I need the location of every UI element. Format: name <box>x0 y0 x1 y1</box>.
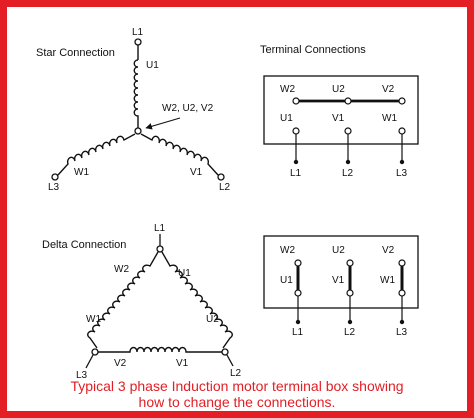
delta-v2-label: V2 <box>114 358 127 369</box>
star-box-top-label: U2 <box>332 84 345 95</box>
star-l2-terminal <box>217 173 225 181</box>
star-box-bottom-terminal <box>398 127 406 135</box>
star-box-bottom-label: U1 <box>280 113 293 124</box>
delta-box-bottom-label: U1 <box>280 275 293 286</box>
star-diagram: Star Connection L1 U1 W2, U2, V2 W1 L3 V… <box>36 27 231 193</box>
delta-winding-v <box>98 346 222 353</box>
star-box-bottom-terminal <box>292 127 300 135</box>
diagram-frame <box>7 7 467 411</box>
delta-w2-label: W2 <box>114 264 129 275</box>
delta-title: Delta Connection <box>42 239 126 251</box>
star-u1-label: U1 <box>146 60 159 71</box>
delta-l2-lead <box>226 354 234 367</box>
star-box-line-dot <box>293 159 299 165</box>
star-v1-label: V1 <box>190 167 203 178</box>
delta-box-line-dot <box>399 319 405 325</box>
delta-box-line-dot <box>347 319 353 325</box>
star-box-top-terminal <box>398 97 406 105</box>
delta-v1-label: V1 <box>176 358 189 369</box>
delta-box-bottom-terminal <box>294 289 302 297</box>
delta-l3-lead <box>85 354 94 369</box>
star-l2-label: L2 <box>219 182 231 193</box>
star-l1-label: L1 <box>132 27 144 38</box>
delta-box-bottom-terminal <box>346 289 354 297</box>
delta-box-top-label: U2 <box>332 245 345 256</box>
star-box-top-label: V2 <box>382 84 395 95</box>
delta-winding-u <box>161 251 233 349</box>
star-winding-w <box>57 133 136 176</box>
delta-box-line-label: L3 <box>396 327 408 338</box>
delta-box-top-terminal <box>398 259 406 267</box>
terminal-box-star-outline <box>263 75 419 145</box>
delta-box-top-terminal <box>346 259 354 267</box>
delta-winding-w <box>87 251 159 349</box>
star-box-line-label: L1 <box>290 168 302 179</box>
delta-l1-label: L1 <box>154 223 166 234</box>
star-l3-terminal <box>51 173 59 181</box>
delta-box-line-dot <box>295 319 301 325</box>
delta-box-top-label: V2 <box>382 245 395 256</box>
star-box-bottom-label: V1 <box>332 113 345 124</box>
delta-box-bottom-label: V1 <box>332 275 345 286</box>
delta-diagram: Delta Connection L1 W2 W1 U1 U2 V2 V1 L3… <box>42 223 242 381</box>
delta-u1-label: U1 <box>178 268 191 279</box>
delta-u2-label: U2 <box>206 314 219 325</box>
terminal-box-delta: W2 U2 V2 U1 V1 W1 L1 L2 L3 <box>263 235 419 338</box>
caption-line-2: how to change the connections. <box>138 394 336 410</box>
star-title: Star Connection <box>36 47 115 59</box>
star-neutral-label: W2, U2, V2 <box>162 103 214 114</box>
star-winding-v <box>140 133 219 176</box>
star-winding-u <box>133 59 139 128</box>
star-neutral-point <box>134 127 142 135</box>
star-box-top-label: W2 <box>280 84 295 95</box>
delta-l3-label: L3 <box>76 370 88 381</box>
star-box-line-label: L2 <box>342 168 354 179</box>
delta-w1-label: W1 <box>86 314 101 325</box>
star-box-bottom-label: W1 <box>382 113 397 124</box>
delta-box-line-label: L1 <box>292 327 304 338</box>
delta-box-line-label: L2 <box>344 327 356 338</box>
star-box-top-terminal <box>344 97 352 105</box>
star-w1-label: W1 <box>74 167 89 178</box>
terminal-box-title: Terminal Connections <box>260 44 366 56</box>
star-box-line-label: L3 <box>396 168 408 179</box>
star-box-line-dot <box>345 159 351 165</box>
star-box-top-terminal <box>292 97 300 105</box>
delta-left-node <box>91 348 99 356</box>
star-l1-terminal <box>134 38 142 46</box>
terminal-box-star: Terminal Connections W2 U2 V2 U1 V1 W1 L… <box>260 44 419 179</box>
delta-right-node <box>221 348 229 356</box>
star-box-bottom-terminal <box>344 127 352 135</box>
star-neutral-arrow <box>145 117 181 130</box>
delta-box-top-label: W2 <box>280 245 295 256</box>
star-l3-label: L3 <box>48 182 60 193</box>
delta-box-bottom-terminal <box>398 289 406 297</box>
caption-line-1: Typical 3 phase Induction motor terminal… <box>70 378 404 394</box>
delta-box-bottom-label: W1 <box>380 275 395 286</box>
terminal-box-delta-outline <box>263 235 419 309</box>
star-box-line-dot <box>399 159 405 165</box>
delta-top-node <box>156 245 164 253</box>
delta-box-top-terminal <box>294 259 302 267</box>
delta-l2-label: L2 <box>230 368 242 379</box>
